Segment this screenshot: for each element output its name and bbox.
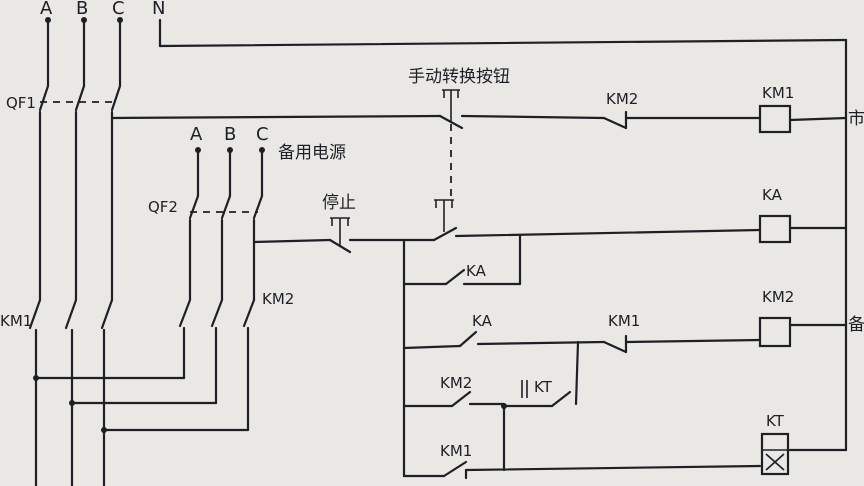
rung-kt <box>402 404 790 480</box>
km2-main-contacts-label: KM2 <box>262 290 294 308</box>
manual-switch-button-label: 手动转换按钮 <box>408 67 510 87</box>
phase-b-main-label: B <box>76 0 88 19</box>
ka-coil-label: KA <box>762 186 783 204</box>
phase-c-backup-label: C <box>256 124 269 145</box>
kt-coil-label: KT <box>766 412 785 430</box>
ka-hold-contact-label: KA <box>466 262 487 280</box>
right-edge-label-2: 备 <box>848 315 864 335</box>
km2-coil-label: KM2 <box>762 288 794 306</box>
main-supply-lines <box>28 17 123 486</box>
km2-no-contact-label: KM2 <box>440 374 472 392</box>
phase-a-main-label: A <box>40 0 53 19</box>
kt-timer-contact-label: KT <box>534 378 553 396</box>
rung-km1 <box>110 89 792 200</box>
backup-power-label: 备用电源 <box>278 143 346 163</box>
neutral-line <box>158 18 848 452</box>
qf2-label: QF2 <box>148 198 178 216</box>
km2-nc-rung1-label: KM2 <box>606 90 638 108</box>
phase-b-backup-label: B <box>224 124 236 145</box>
rung-ka <box>252 199 792 478</box>
qf1-label: QF1 <box>6 94 36 112</box>
km1-nc-rung4-label: KM1 <box>440 442 472 460</box>
right-edge-label-1: 市 <box>848 109 864 129</box>
ka-no-contact-label: KA <box>472 312 493 330</box>
backup-supply-lines <box>34 147 265 432</box>
km1-nc-rung3-label: KM1 <box>608 312 640 330</box>
neutral-label: N <box>152 0 165 19</box>
phase-a-backup-label: A <box>190 124 203 145</box>
rung-km2 <box>402 316 792 409</box>
stop-button-label: 停止 <box>322 193 356 213</box>
phase-c-main-label: C <box>112 0 125 19</box>
km1-coil-label: KM1 <box>762 84 794 102</box>
km1-main-contacts-label: KM1 <box>0 312 32 330</box>
